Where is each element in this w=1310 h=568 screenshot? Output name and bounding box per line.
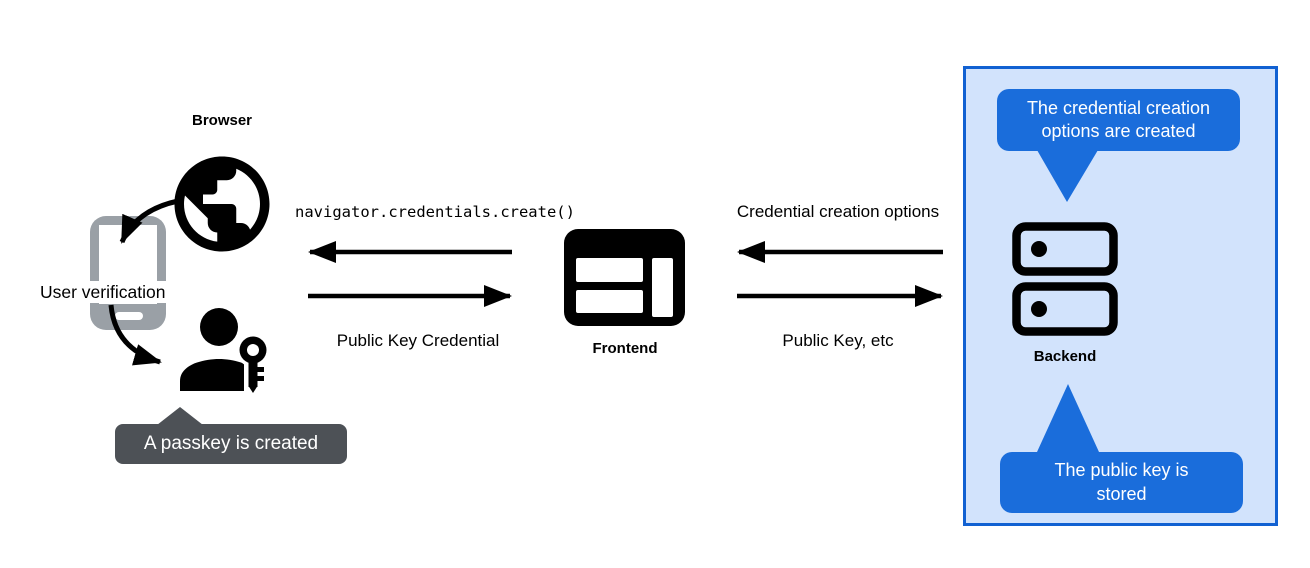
- callout-credential-options-created: The credential creation options are crea…: [997, 89, 1240, 151]
- public-key-credential-label: Public Key Credential: [336, 331, 500, 350]
- credential-creation-options-label: Credential creation options: [736, 202, 940, 221]
- callout-pointer-up: [1037, 384, 1099, 452]
- frontend-label: Frontend: [592, 340, 658, 357]
- navigator-credentials-create-label: navigator.credentials.create(): [295, 203, 575, 221]
- passkey-created-callout: A passkey is created: [115, 424, 347, 464]
- public-key-etc-label: Public Key, etc: [782, 331, 894, 350]
- smartphone-icon: [90, 216, 166, 330]
- browser-label: Browser: [191, 112, 253, 129]
- callout-public-key-stored: The public key is stored: [1000, 452, 1243, 513]
- person-key-icon: [180, 308, 270, 393]
- server-icon: [1012, 222, 1118, 336]
- callout-pointer-down: [1037, 150, 1098, 202]
- globe-icon: [174, 156, 270, 252]
- browser-window-icon: [564, 229, 685, 326]
- passkey-callout-pointer: [157, 407, 203, 425]
- user-verification-label: User verification: [36, 281, 170, 304]
- backend-label: Backend: [1033, 348, 1097, 365]
